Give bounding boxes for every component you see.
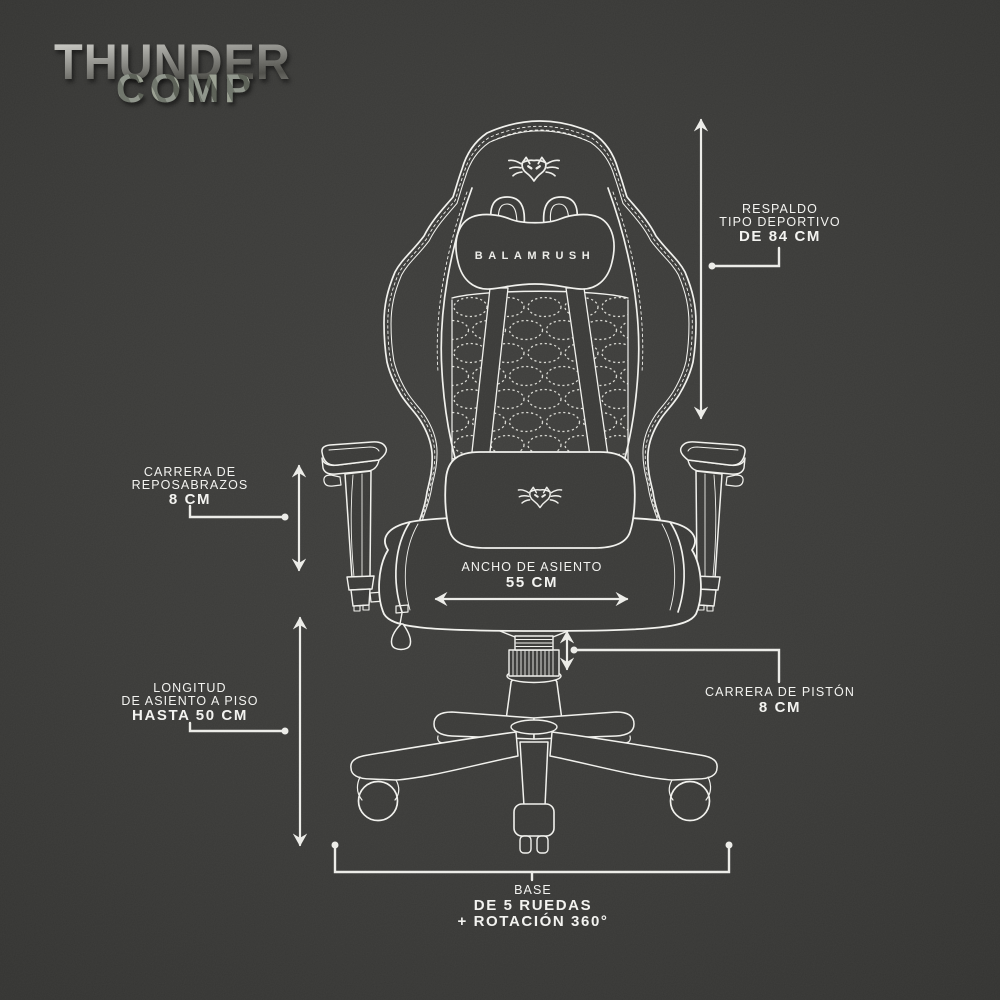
armrest-left	[321, 441, 412, 612]
annotation-value: 8 CM	[168, 491, 212, 508]
annotation-respaldo: RESPALDO TIPO DEPORTIVO DE 84 CM	[690, 203, 870, 244]
balam-rush-headrest-logo-icon	[507, 156, 561, 183]
caster-wheel-right	[669, 780, 711, 822]
balam-rush-lumbar-logo-icon	[517, 486, 563, 509]
annotation-line: RESPALDO	[742, 202, 818, 216]
neck-pillow: BALAMRUSH	[455, 213, 615, 290]
annotation-line: CARRERA DE PISTÓN	[705, 685, 855, 699]
annotation-value: + ROTACIÓN 360°	[457, 912, 609, 930]
dimension-bracket-base	[331, 841, 733, 882]
dimension-arrow-respaldo	[693, 118, 781, 420]
store-logo: THUNDER COMP	[54, 37, 354, 125]
annotation-asiento: ANCHO DE ASIENTO 55 CM	[432, 561, 632, 590]
backrest-shell	[383, 120, 697, 561]
annotation-line: DE ASIENTO A PISO	[121, 693, 259, 708]
annotation-line: BASE	[514, 883, 552, 897]
armrest-right	[655, 441, 746, 612]
annotation-longitud: LONGITUD DE ASIENTO A PISO HASTA 50 CM	[100, 682, 280, 723]
gas-lift-piston	[499, 630, 569, 726]
annotation-line: REPOSABRAZOS	[131, 477, 249, 492]
annotation-reposabrazos: CARRERA DE REPOSABRAZOS 8 CM	[100, 466, 280, 507]
annotation-base: BASE DE 5 RUEDAS + ROTACIÓN 360°	[433, 884, 633, 929]
annotation-line: ANCHO DE ASIENTO	[461, 560, 603, 574]
annotation-line: LONGITUD	[153, 681, 227, 695]
tilt-lever	[390, 604, 412, 651]
harness-straps	[469, 196, 611, 471]
pillow-brand-text: BALAMRUSH	[475, 250, 595, 262]
store-logo-comp: COMP	[116, 69, 291, 109]
backrest-honeycomb-panel	[451, 290, 629, 472]
annotation-line: CARRERA DE	[143, 465, 237, 479]
five-star-base	[350, 711, 718, 854]
annotation-line: TIPO DEPORTIVO	[719, 214, 841, 229]
dimension-arrow-longitud	[188, 616, 308, 847]
lumbar-pillow	[444, 451, 636, 549]
annotation-value: DE 84 CM	[739, 228, 821, 245]
annotation-value: DE 5 RUEDAS	[473, 896, 593, 914]
caster-wheel-front	[513, 803, 555, 837]
annotation-value: 55 CM	[505, 573, 559, 591]
dimension-arrow-piston	[559, 630, 781, 684]
caster-wheel-left	[357, 780, 399, 822]
annotation-value: HASTA 50 CM	[132, 707, 248, 724]
annotation-piston: CARRERA DE PISTÓN 8 CM	[690, 686, 870, 715]
annotation-value: 8 CM	[758, 698, 802, 716]
